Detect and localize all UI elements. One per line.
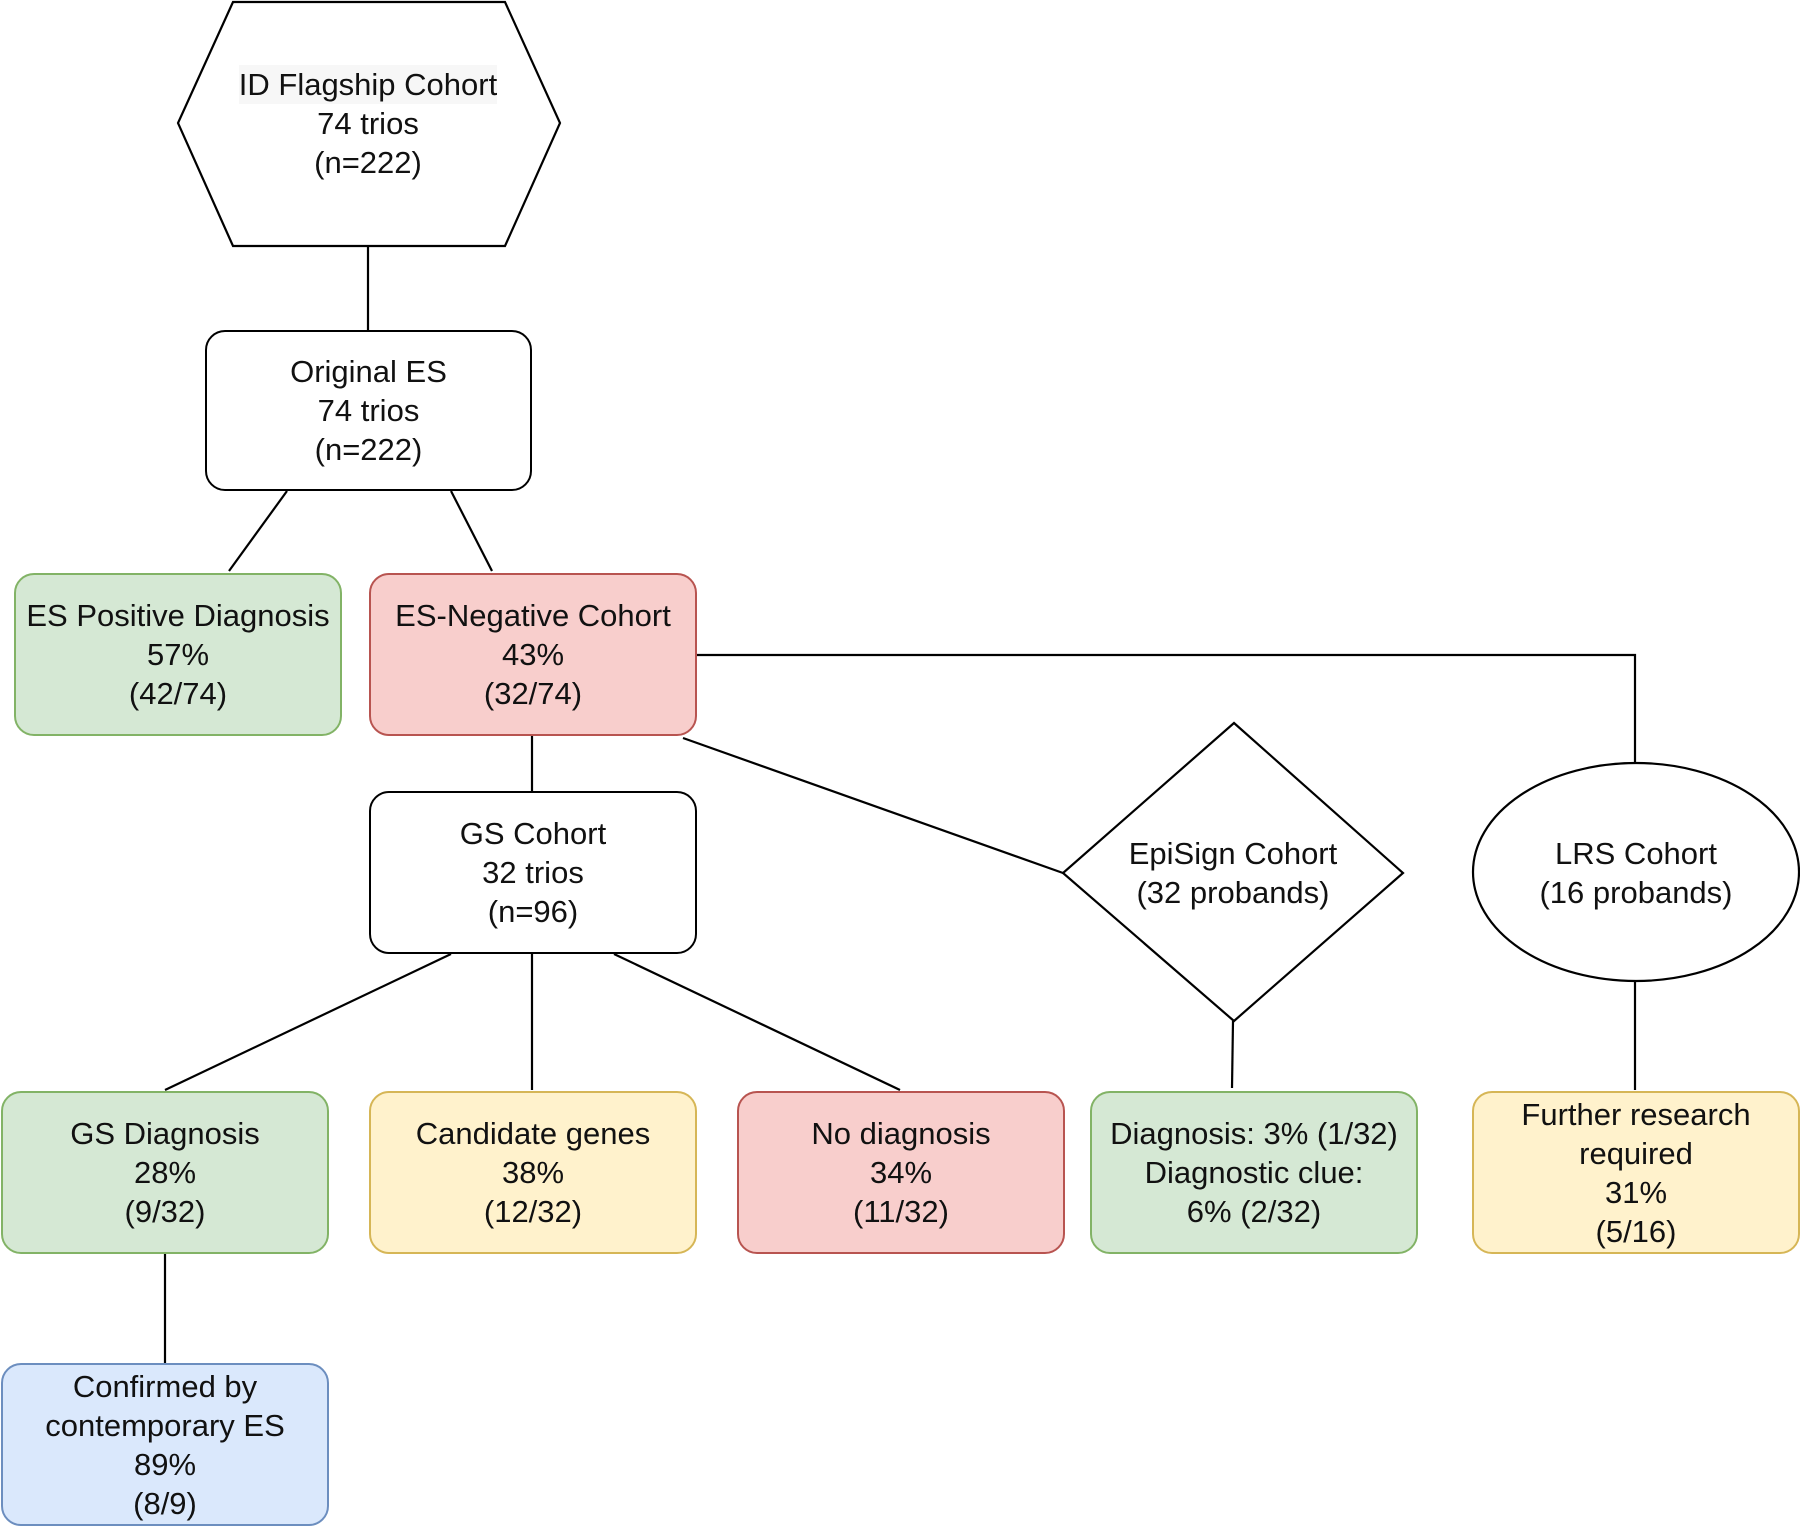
edge-episign-episign-result [1230,1020,1235,1089]
episign-result-clue-label: Diagnostic clue: [1144,1155,1364,1190]
es-negative-percent: 43% [501,637,565,672]
gs-cohort-count: (n=96) [487,894,579,929]
edge-original-es-es-positive [228,490,288,572]
node-confirmed: Confirmed by contemporary ES 89% (8/9) [1,1363,329,1526]
node-no-diagnosis: No diagnosis 34% (11/32) [737,1091,1065,1254]
es-negative-title: ES-Negative Cohort [395,598,671,633]
node-lrs-result: Further research required 31% (5/16) [1472,1091,1800,1254]
gs-cohort-title: GS Cohort [459,816,607,851]
episign-probands: (32 probands) [1136,875,1330,910]
episign-result-diagnosis: Diagnosis: 3% (1/32) [1110,1116,1398,1151]
edge-gs-cohort-no-diagnosis [613,953,901,1091]
original-es-title: Original ES [290,354,447,389]
confirmed-line-1: Confirmed by [72,1368,258,1404]
original-es-trios: 74 trios [317,393,420,428]
node-lrs: LRS Cohort (16 probands) [1493,823,1779,923]
no-diagnosis-fraction: (11/32) [853,1194,949,1229]
flagship-title: ID Flagship Cohort [238,64,498,104]
edge-es-negative-episign [682,736,1064,875]
confirmed-fraction: (8/9) [133,1485,197,1521]
gs-diagnosis-fraction: (9/32) [124,1194,206,1229]
episign-result-clue-value: 6% (2/32) [1186,1194,1322,1229]
lrs-result-line-1: Further research [1521,1096,1751,1132]
original-es-count: (n=222) [314,432,423,467]
node-gs-diagnosis: GS Diagnosis 28% (9/32) [1,1091,329,1254]
confirmed-line-2: contemporary ES [45,1407,285,1443]
no-diagnosis-percent: 34% [869,1155,933,1190]
flagship-hexagon-shape [176,0,562,248]
es-negative-fraction: (32/74) [483,676,583,711]
node-es-negative: ES-Negative Cohort 43% (32/74) [369,573,697,736]
gs-diagnosis-percent: 28% [133,1155,197,1190]
flagship-count: (n=222) [314,144,422,180]
gs-cohort-trios: 32 trios [482,855,584,890]
candidate-genes-percent: 38% [501,1155,565,1190]
gs-diagnosis-title: GS Diagnosis [70,1116,260,1151]
es-positive-title: ES Positive Diagnosis [26,598,330,633]
lrs-result-line-2: required [1579,1135,1693,1171]
lrs-result-percent: 31% [1604,1174,1668,1210]
es-positive-percent: 57% [146,637,210,672]
candidate-genes-title: Candidate genes [415,1116,651,1151]
lrs-result-fraction: (5/16) [1595,1213,1677,1249]
node-gs-cohort: GS Cohort 32 trios (n=96) [369,791,697,954]
candidate-genes-fraction: (12/32) [483,1194,583,1229]
lrs-probands: (16 probands) [1539,875,1733,910]
edge-gs-cohort-gs-diagnosis [164,953,452,1091]
node-episign-result: Diagnosis: 3% (1/32) Diagnostic clue: 6%… [1090,1091,1418,1254]
node-candidate-genes: Candidate genes 38% (12/32) [369,1091,697,1254]
lrs-ellipse-shape [1471,761,1800,983]
episign-title: EpiSign Cohort [1128,836,1338,871]
episign-diamond-shape [1061,721,1405,1023]
edge-es-negative-lrs [696,653,1637,763]
no-diagnosis-title: No diagnosis [811,1116,991,1151]
edge-original-es-es-negative [450,490,493,572]
flagship-trios: 74 trios [317,105,419,141]
confirmed-percent: 89% [133,1446,197,1482]
es-positive-fraction: (42/74) [128,676,228,711]
lrs-title: LRS Cohort [1555,836,1717,871]
node-episign: EpiSign Cohort (32 probands) [1093,823,1373,923]
node-es-positive: ES Positive Diagnosis 57% (42/74) [14,573,342,736]
node-original-es: Original ES 74 trios (n=222) [205,330,532,491]
node-flagship: ID Flagship Cohort 74 trios (n=222) [200,60,536,186]
